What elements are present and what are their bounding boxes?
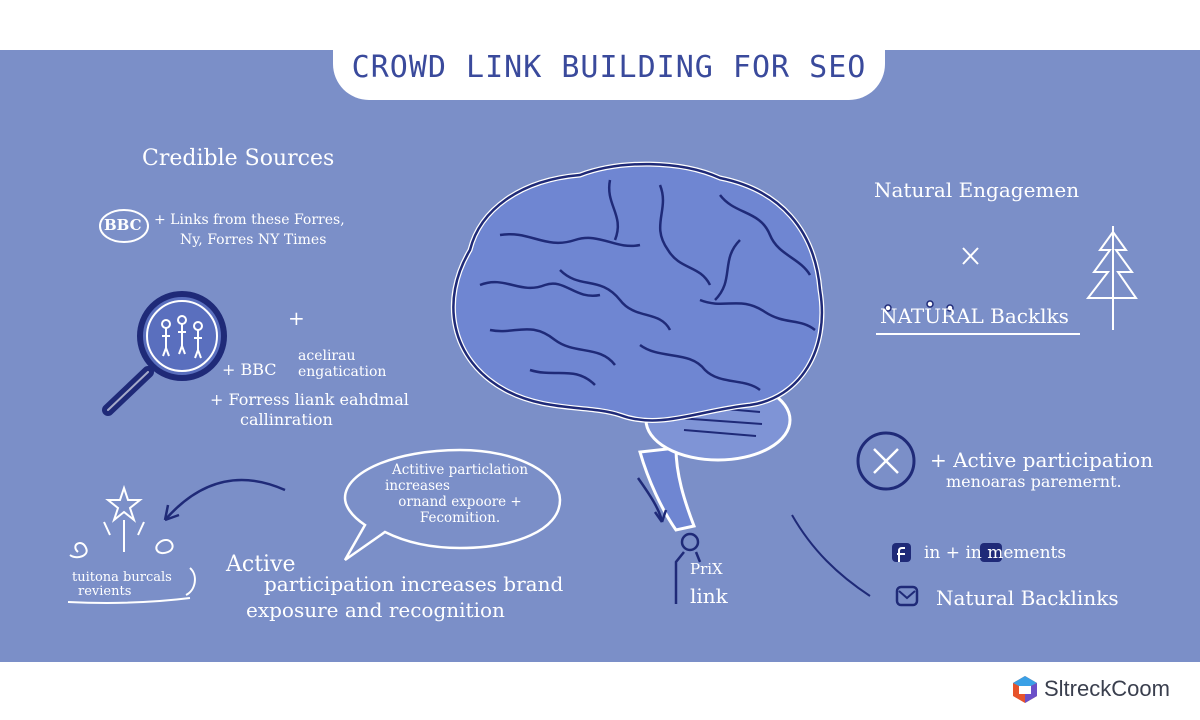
bbc-note-1: acelirau [298,348,356,364]
title-tab [333,36,885,100]
connector-curve [791,514,871,597]
arrow-curve-left [164,478,286,521]
close-circle-icon [856,431,916,491]
brand-logo-icon [1013,676,1037,703]
active-line-3: exposure and recognition [246,598,505,622]
person-label: PriX [690,560,723,578]
active-participation-right: + Active participation [930,448,1154,472]
natural-engagement-heading: Natural Engagemen [874,178,1080,202]
growth-doodle-icon [69,484,174,559]
plus-sign: + [288,306,305,330]
bubble-line-2: increases [385,478,450,494]
tree-icon [1085,226,1138,330]
link-label: link [690,584,728,608]
links-line-2: Ny, Forres NY Times [180,232,327,248]
bbc-note-label: + BBC [222,360,277,379]
bubble-line-4: Fecomition. [419,510,501,526]
natural-backlinks-title: NATURAL Backlks [880,304,1069,328]
bubble-line-3: ornand expoore + [398,494,522,510]
page-title: CROWD LINK BUILDING FOR SEO [351,50,867,85]
links-line-1: + Links from these Forres, [154,212,345,228]
active-line-2: participation increases brand [264,572,564,596]
linkedin-icon [980,543,1002,562]
bbc-badge: BBC [104,216,142,234]
natural-backlinks-label: Natural Backlinks [936,586,1119,610]
bubble-line-1: Actitive particlation [391,462,529,478]
facebook-icon [892,543,911,562]
speech-bubble [343,448,562,562]
magnifier-icon [102,291,227,416]
brand-wordmark: SltreckCoom [1044,676,1170,701]
active-participation-right-2: menoaras paremernt. [946,472,1122,491]
forres-line-1: + Forress liank eahdmal [210,390,409,409]
review-line-1: tuitona burcals [72,570,172,585]
forres-line-2: callinration [240,410,333,429]
active-word: Active [226,552,296,577]
credible-sources-heading: Credible Sources [142,146,335,171]
bbc-badge-outline [99,209,149,243]
mail-icon [895,585,919,607]
bbc-note-2: engatication [298,364,387,380]
brain-illustration [450,161,825,532]
person-icon [674,532,702,604]
speech-bubble-text: Actitive particlation increases ornand e… [365,462,555,526]
review-line-2: revients [78,584,132,599]
social-mentions-text: in + in mements [924,543,1067,563]
